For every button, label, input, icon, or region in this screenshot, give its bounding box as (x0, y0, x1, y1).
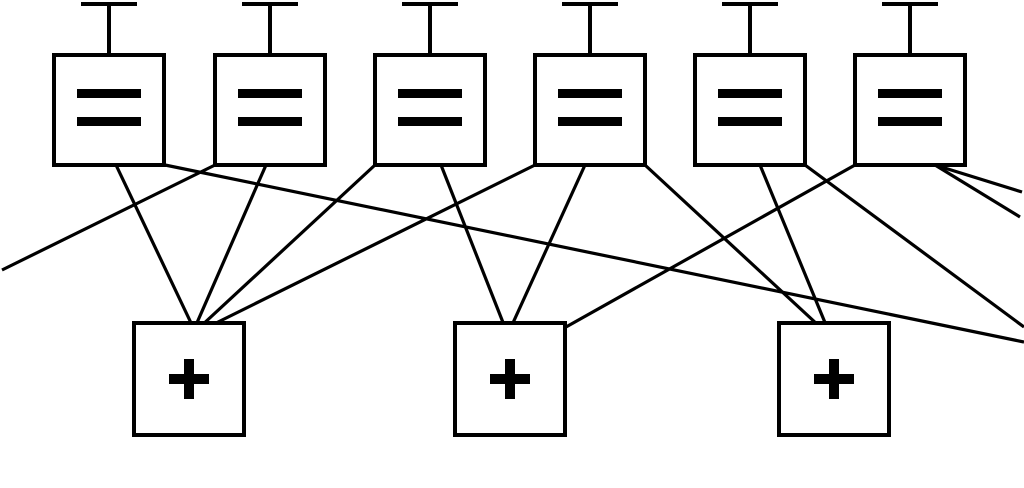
equals-node[interactable] (52, 2, 166, 167)
equals-node[interactable] (373, 2, 487, 167)
equals-icon-bar-bottom (398, 117, 462, 126)
equals-icon-bar-bottom (878, 117, 942, 126)
equals-node-box[interactable] (373, 53, 487, 167)
equals-icon-bar-bottom (718, 117, 782, 126)
equals-icon-bar-top (77, 89, 141, 98)
connection-line (198, 163, 377, 329)
connection-line (205, 163, 536, 330)
plus-icon-vertical (184, 359, 194, 399)
equals-node[interactable] (853, 2, 967, 167)
equals-node-box[interactable] (853, 53, 967, 167)
connection-line (565, 163, 856, 329)
equals-node-box[interactable] (52, 53, 166, 167)
equals-nodes-group (52, 2, 967, 167)
equals-icon-bar-top (558, 89, 622, 98)
connection-line (934, 163, 1023, 194)
equals-icon-bar-bottom (77, 117, 141, 126)
connection-line (164, 163, 1024, 344)
equals-icon-bar-bottom (238, 117, 302, 126)
equals-icon-bar-top (718, 89, 782, 98)
connection-line (934, 163, 1021, 219)
connection-line (114, 164, 194, 326)
plus-node[interactable] (777, 321, 891, 437)
connection-line (643, 163, 820, 327)
connection-line (194, 164, 268, 326)
equals-node-box[interactable] (213, 53, 327, 167)
equals-node[interactable] (693, 2, 807, 167)
equals-icon-bar-top (878, 89, 942, 98)
equals-icon-bar-top (398, 89, 462, 98)
plus-node[interactable] (453, 321, 567, 437)
plus-node[interactable] (132, 321, 246, 437)
equals-node-box[interactable] (533, 53, 647, 167)
connection-line (439, 164, 506, 326)
equals-node[interactable] (213, 2, 327, 167)
connection-lines-group (1, 163, 1024, 344)
equals-node[interactable] (533, 2, 647, 167)
plus-nodes-group (132, 321, 891, 437)
connection-line (804, 163, 1024, 329)
equals-icon-bar-top (238, 89, 302, 98)
plus-icon-vertical (505, 359, 515, 399)
plus-icon-vertical (829, 359, 839, 399)
equals-icon-bar-bottom (558, 117, 622, 126)
connection-line (1, 163, 216, 272)
equals-node-box[interactable] (693, 53, 807, 167)
